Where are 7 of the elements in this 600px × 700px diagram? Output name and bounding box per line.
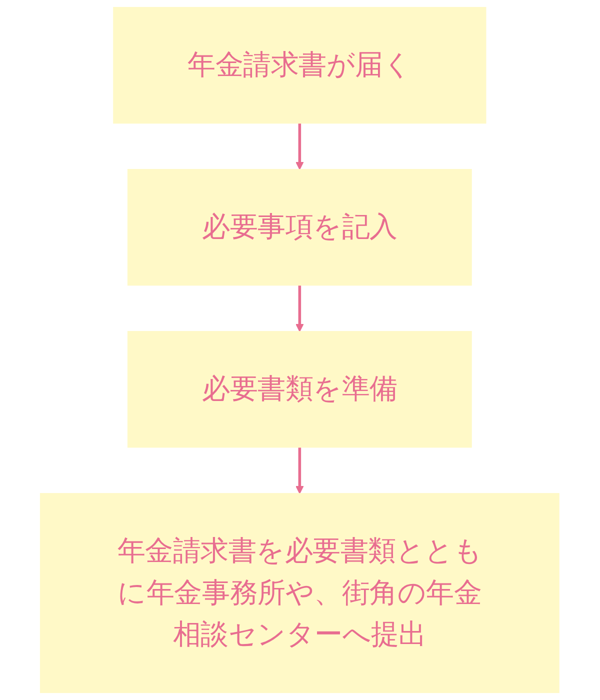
arrow: [296, 285, 304, 332]
arrow: [296, 447, 304, 494]
node-box: 年金請求書を必要書類とともに年金事務所や、街角の年金相談センターへ提出: [40, 493, 560, 694]
arrow: [296, 123, 304, 170]
node-box: 必要事項を記入: [128, 168, 472, 286]
node-box: 必要書類を準備: [128, 331, 472, 448]
node-box: 年金請求書が届く: [113, 6, 487, 124]
